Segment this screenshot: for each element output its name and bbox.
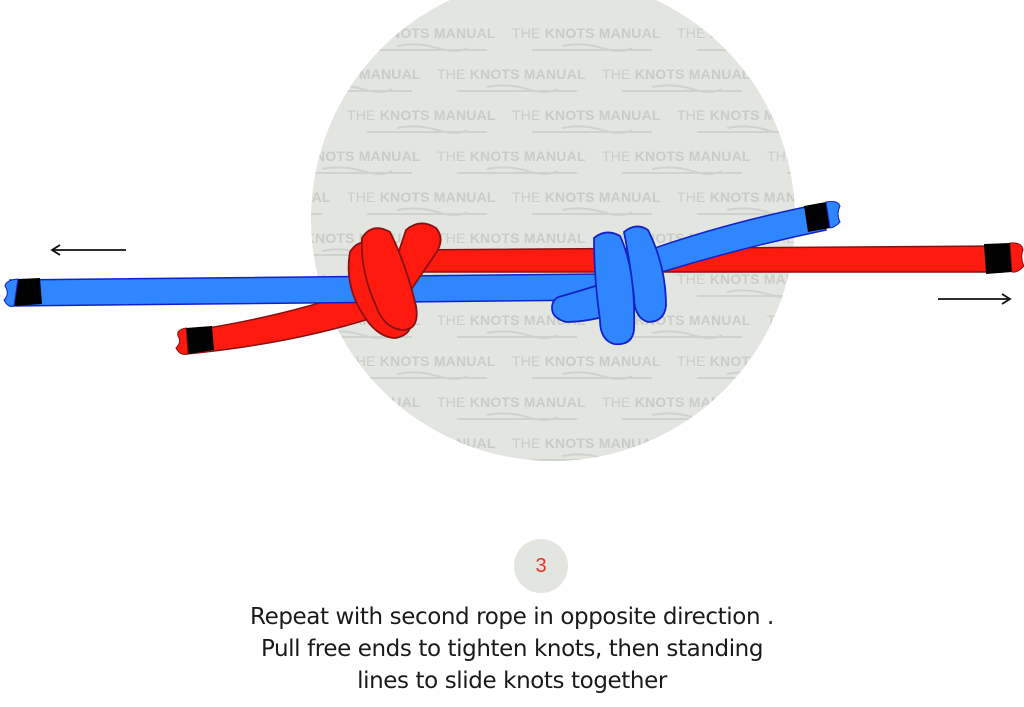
svg-text:THE KNOTS MANUAL: THE KNOTS MANUAL [107, 66, 256, 82]
instruction-caption: Repeat with second rope in opposite dire… [0, 601, 1024, 697]
svg-text:THE KNOTS MANUAL: THE KNOTS MANUAL [272, 148, 421, 164]
svg-text:THE KNOTS MANUAL: THE KNOTS MANUAL [0, 148, 91, 164]
svg-text:THE KNOTS MANUAL: THE KNOTS MANUAL [677, 353, 826, 369]
knot-diagram: THE KNOTS MANUAL THE KNOTS MANUAL THE KNOT… [0, 0, 1024, 492]
svg-text:THE KNOTS MANUAL: THE KNOTS MANUAL [842, 435, 991, 451]
svg-text:THE KNOTS MANUAL: THE KNOTS MANUAL [677, 271, 826, 287]
svg-text:THE KNOTS MANUAL: THE KNOTS MANUAL [17, 189, 166, 205]
svg-text:THE KNOTS MANUAL: THE KNOTS MANUAL [932, 394, 1024, 410]
svg-text:THE KNOTS MANUAL: THE KNOTS MANUAL [842, 271, 991, 287]
svg-text:THE KNOTS MANUAL: THE KNOTS MANUAL [437, 66, 586, 82]
svg-text:THE KNOTS MANUAL: THE KNOTS MANUAL [0, 394, 91, 410]
svg-text:THE KNOTS MANUAL: THE KNOTS MANUAL [17, 107, 166, 123]
svg-text:THE KNOTS MANUAL: THE KNOTS MANUAL [347, 25, 496, 41]
svg-text:THE KNOTS MANUAL: THE KNOTS MANUAL [1007, 353, 1024, 369]
svg-text:THE KNOTS MANUAL: THE KNOTS MANUAL [512, 189, 661, 205]
svg-text:THE KNOTS MANUAL: THE KNOTS MANUAL [347, 107, 496, 123]
svg-text:THE KNOTS MANUAL: THE KNOTS MANUAL [272, 476, 421, 492]
svg-text:THE KNOTS MANUAL: THE KNOTS MANUAL [272, 394, 421, 410]
svg-text:THE KNOTS MANUAL: THE KNOTS MANUAL [0, 66, 91, 82]
svg-text:THE KNOTS MANUAL: THE KNOTS MANUAL [17, 435, 166, 451]
svg-text:THE KNOTS MANUAL: THE KNOTS MANUAL [0, 476, 91, 492]
svg-text:THE KNOTS MANUAL: THE KNOTS MANUAL [437, 394, 586, 410]
svg-text:THE KNOTS MANUAL: THE KNOTS MANUAL [512, 107, 661, 123]
svg-text:THE KNOTS MANUAL: THE KNOTS MANUAL [767, 66, 916, 82]
svg-text:THE KNOTS MANUAL: THE KNOTS MANUAL [272, 66, 421, 82]
svg-text:THE KNOTS MANUAL: THE KNOTS MANUAL [602, 66, 751, 82]
pull-right-arrow [938, 293, 1012, 305]
svg-text:THE KNOTS MANUAL: THE KNOTS MANUAL [842, 189, 991, 205]
svg-text:THE KNOTS MANUAL: THE KNOTS MANUAL [767, 148, 916, 164]
svg-text:THE KNOTS MANUAL: THE KNOTS MANUAL [182, 189, 331, 205]
svg-text:THE KNOTS MANUAL: THE KNOTS MANUAL [677, 189, 826, 205]
svg-text:THE KNOTS MANUAL: THE KNOTS MANUAL [272, 230, 421, 246]
svg-text:THE KNOTS MANUAL: THE KNOTS MANUAL [842, 25, 991, 41]
svg-text:THE KNOTS MANUAL: THE KNOTS MANUAL [107, 394, 256, 410]
svg-text:THE KNOTS MANUAL: THE KNOTS MANUAL [842, 107, 991, 123]
svg-text:THE KNOTS MANUAL: THE KNOTS MANUAL [677, 435, 826, 451]
svg-text:THE KNOTS MANUAL: THE KNOTS MANUAL [182, 353, 331, 369]
svg-text:THE KNOTS MANUAL: THE KNOTS MANUAL [437, 148, 586, 164]
svg-text:THE KNOTS MANUAL: THE KNOTS MANUAL [347, 189, 496, 205]
step-number: 3 [535, 554, 547, 577]
svg-text:THE KNOTS MANUAL: THE KNOTS MANUAL [767, 394, 916, 410]
svg-text:THE KNOTS MANUAL: THE KNOTS MANUAL [932, 312, 1024, 328]
svg-text:THE KNOTS MANUAL: THE KNOTS MANUAL [1007, 107, 1024, 123]
svg-text:THE KNOTS MANUAL: THE KNOTS MANUAL [602, 148, 751, 164]
svg-text:THE KNOTS MANUAL: THE KNOTS MANUAL [767, 476, 916, 492]
svg-text:THE KNOTS MANUAL: THE KNOTS MANUAL [107, 148, 256, 164]
svg-text:THE KNOTS MANUAL: THE KNOTS MANUAL [677, 107, 826, 123]
step-number-badge: 3 [514, 539, 568, 593]
svg-text:THE KNOTS MANUAL: THE KNOTS MANUAL [437, 476, 586, 492]
svg-text:THE KNOTS MANUAL: THE KNOTS MANUAL [182, 435, 331, 451]
svg-text:THE KNOTS MANUAL: THE KNOTS MANUAL [1007, 435, 1024, 451]
background-circle [311, 0, 795, 461]
blue-rope [3, 201, 841, 307]
svg-text:THE KNOTS MANUAL: THE KNOTS MANUAL [1007, 271, 1024, 287]
svg-text:THE KNOTS MANUAL: THE KNOTS MANUAL [842, 353, 991, 369]
svg-text:THE KNOTS MANUAL: THE KNOTS MANUAL [347, 353, 496, 369]
svg-text:THE KNOTS MANUAL: THE KNOTS MANUAL [347, 435, 496, 451]
svg-text:THE KNOTS MANUAL: THE KNOTS MANUAL [1007, 189, 1024, 205]
svg-text:THE KNOTS MANUAL: THE KNOTS MANUAL [602, 394, 751, 410]
svg-text:THE KNOTS MANUAL: THE KNOTS MANUAL [0, 230, 91, 246]
caption-line-1: Repeat with second rope in opposite dire… [250, 604, 774, 630]
svg-text:THE KNOTS MANUAL: THE KNOTS MANUAL [182, 107, 331, 123]
pull-left-arrow [50, 244, 126, 256]
svg-text:THE KNOTS MANUAL: THE KNOTS MANUAL [437, 230, 586, 246]
caption-line-3: lines to slide knots together [357, 668, 667, 694]
blue-overhand-knot [551, 225, 667, 346]
svg-text:THE KNOTS MANUAL: THE KNOTS MANUAL [17, 353, 166, 369]
svg-text:THE KNOTS MANUAL: THE KNOTS MANUAL [512, 25, 661, 41]
red-overhand-knot [347, 222, 442, 339]
svg-text:THE KNOTS MANUAL: THE KNOTS MANUAL [107, 230, 256, 246]
svg-text:THE KNOTS MANUAL: THE KNOTS MANUAL [0, 312, 91, 328]
svg-text:THE KNOTS MANUAL: THE KNOTS MANUAL [932, 476, 1024, 492]
caption-line-2: Pull free ends to tighten knots, then st… [260, 636, 764, 662]
svg-text:THE KNOTS MANUAL: THE KNOTS MANUAL [17, 25, 166, 41]
svg-text:THE KNOTS MANUAL: THE KNOTS MANUAL [107, 476, 256, 492]
svg-text:THE KNOTS MANUAL: THE KNOTS MANUAL [1007, 25, 1024, 41]
svg-text:THE KNOTS MANUAL: THE KNOTS MANUAL [182, 25, 331, 41]
svg-text:THE KNOTS MANUAL: THE KNOTS MANUAL [677, 25, 826, 41]
svg-text:THE KNOTS MANUAL: THE KNOTS MANUAL [932, 148, 1024, 164]
svg-text:THE KNOTS MANUAL: THE KNOTS MANUAL [767, 312, 916, 328]
svg-text:THE KNOTS MANUAL: THE KNOTS MANUAL [512, 435, 661, 451]
svg-text:THE KNOTS MANUAL: THE KNOTS MANUAL [932, 66, 1024, 82]
svg-text:THE KNOTS MANUAL: THE KNOTS MANUAL [602, 476, 751, 492]
svg-text:THE KNOTS MANUAL: THE KNOTS MANUAL [512, 353, 661, 369]
